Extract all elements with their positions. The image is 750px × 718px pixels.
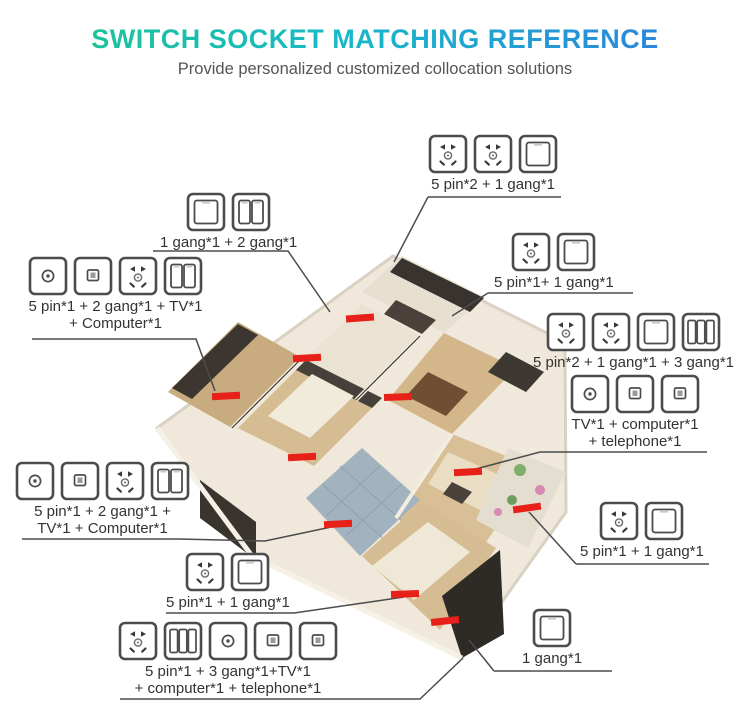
- computer-socket-icon: [615, 374, 655, 414]
- icon-row: [28, 256, 203, 296]
- socket-group-right-lower: 5 pin*1 + 1 gang*1: [580, 501, 704, 560]
- socket-group-label: 5 pin*1 + 2 gang*1 + TV*1 + Computer*1: [34, 503, 171, 537]
- socket-group-media-wall: TV*1 + computer*1 + telephone*1: [570, 374, 700, 450]
- icon-row: [599, 501, 684, 541]
- callout-lines: [22, 196, 709, 700]
- icon-row: [570, 374, 700, 414]
- socket-group-bottom-big: 5 pin*1 + 3 gang*1+TV*1 + computer*1 + t…: [118, 621, 338, 697]
- callout-line: [22, 525, 337, 542]
- socket-location-marker: [430, 616, 460, 626]
- socket-location-marker: [453, 467, 483, 477]
- telephone-socket-icon: [298, 621, 338, 661]
- switch-1gang-icon: [636, 312, 676, 352]
- socket-group-label: 5 pin*1 + 2 gang*1 + TV*1 + Computer*1: [28, 298, 203, 332]
- socket-location-marker: [383, 393, 413, 401]
- socket-group-bottom-left: 5 pin*1 + 1 gang*1: [166, 552, 290, 611]
- socket-location-marker: [287, 452, 317, 462]
- telephone-socket-icon: [660, 374, 700, 414]
- icon-row: [428, 134, 558, 174]
- switch-2gang-icon: [163, 256, 203, 296]
- socket-group-right-top: 5 pin*1+ 1 gang*1: [494, 232, 614, 291]
- socket-group-label: 5 pin*2 + 1 gang*1 + 3 gang*1: [533, 354, 735, 371]
- socket-group-kitchen-top: 5 pin*2 + 1 gang*1: [428, 134, 558, 193]
- socket-group-label: 1 gang*1 + 2 gang*1: [160, 234, 298, 251]
- callout-line: [528, 511, 709, 565]
- callout-line: [166, 596, 405, 614]
- callout-line: [393, 196, 561, 263]
- switch-3gang-icon: [163, 621, 203, 661]
- socket-location-marker: [512, 502, 542, 514]
- icon-row: [532, 608, 572, 648]
- socket-5pin-icon: [473, 134, 513, 174]
- callout-line: [451, 292, 633, 317]
- socket-location-markers: [211, 313, 542, 626]
- socket-group-label: 5 pin*1 + 1 gang*1: [166, 594, 290, 611]
- socket-group-label: 5 pin*1 + 1 gang*1: [580, 543, 704, 560]
- socket-5pin-icon: [118, 256, 158, 296]
- socket-group-left-upper: 5 pin*1 + 2 gang*1 + TV*1 + Computer*1: [28, 256, 203, 332]
- socket-5pin-icon: [599, 501, 639, 541]
- socket-5pin-icon: [118, 621, 158, 661]
- socket-location-marker: [345, 313, 375, 323]
- socket-location-marker: [211, 391, 241, 401]
- socket-group-left-lower: 5 pin*1 + 2 gang*1 + TV*1 + Computer*1: [15, 461, 190, 537]
- socket-5pin-icon: [591, 312, 631, 352]
- switch-1gang-icon: [186, 192, 226, 232]
- switch-1gang-icon: [518, 134, 558, 174]
- page-header: SWITCH SOCKET MATCHING REFERENCE Provide…: [0, 0, 750, 79]
- switch-3gang-icon: [681, 312, 721, 352]
- switch-1gang-icon: [532, 608, 572, 648]
- socket-location-marker: [323, 519, 353, 529]
- switch-1gang-icon: [644, 501, 684, 541]
- callout-line: [120, 657, 464, 700]
- socket-5pin-icon: [105, 461, 145, 501]
- tv-socket-icon: [28, 256, 68, 296]
- icon-row: [186, 192, 271, 232]
- callout-line: [468, 639, 612, 672]
- computer-socket-icon: [73, 256, 113, 296]
- switch-1gang-icon: [230, 552, 270, 592]
- socket-group-label: TV*1 + computer*1 + telephone*1: [571, 416, 699, 450]
- socket-location-marker: [390, 590, 420, 598]
- socket-group-label: 5 pin*1+ 1 gang*1: [494, 274, 614, 291]
- computer-socket-icon: [253, 621, 293, 661]
- socket-5pin-icon: [511, 232, 551, 272]
- socket-5pin-icon: [546, 312, 586, 352]
- page-subtitle: Provide personalized customized collocat…: [177, 60, 573, 78]
- tv-socket-icon: [15, 461, 55, 501]
- socket-group-label: 5 pin*2 + 1 gang*1: [431, 176, 555, 193]
- callout-line: [32, 338, 216, 392]
- socket-5pin-icon: [428, 134, 468, 174]
- socket-location-marker: [292, 353, 322, 363]
- switch-2gang-icon: [150, 461, 190, 501]
- socket-group-entry: 1 gang*1 + 2 gang*1: [160, 192, 297, 251]
- socket-group-label: 1 gang*1: [522, 650, 583, 667]
- tv-socket-icon: [208, 621, 248, 661]
- callout-line: [471, 451, 707, 471]
- callout-line: [153, 250, 331, 313]
- icon-row: [15, 461, 190, 501]
- tv-socket-icon: [570, 374, 610, 414]
- socket-group-right-mid: 5 pin*2 + 1 gang*1 + 3 gang*1: [533, 312, 734, 371]
- switch-1gang-icon: [556, 232, 596, 272]
- icon-row: [118, 621, 338, 661]
- socket-5pin-icon: [185, 552, 225, 592]
- icon-row: [511, 232, 596, 272]
- socket-group-label: 5 pin*1 + 3 gang*1+TV*1 + computer*1 + t…: [134, 663, 322, 697]
- page-title: SWITCH SOCKET MATCHING REFERENCE: [0, 24, 750, 55]
- icon-row: [546, 312, 721, 352]
- computer-socket-icon: [60, 461, 100, 501]
- socket-group-bottom-right: 1 gang*1: [522, 608, 582, 667]
- switch-2gang-icon: [231, 192, 271, 232]
- icon-row: [185, 552, 270, 592]
